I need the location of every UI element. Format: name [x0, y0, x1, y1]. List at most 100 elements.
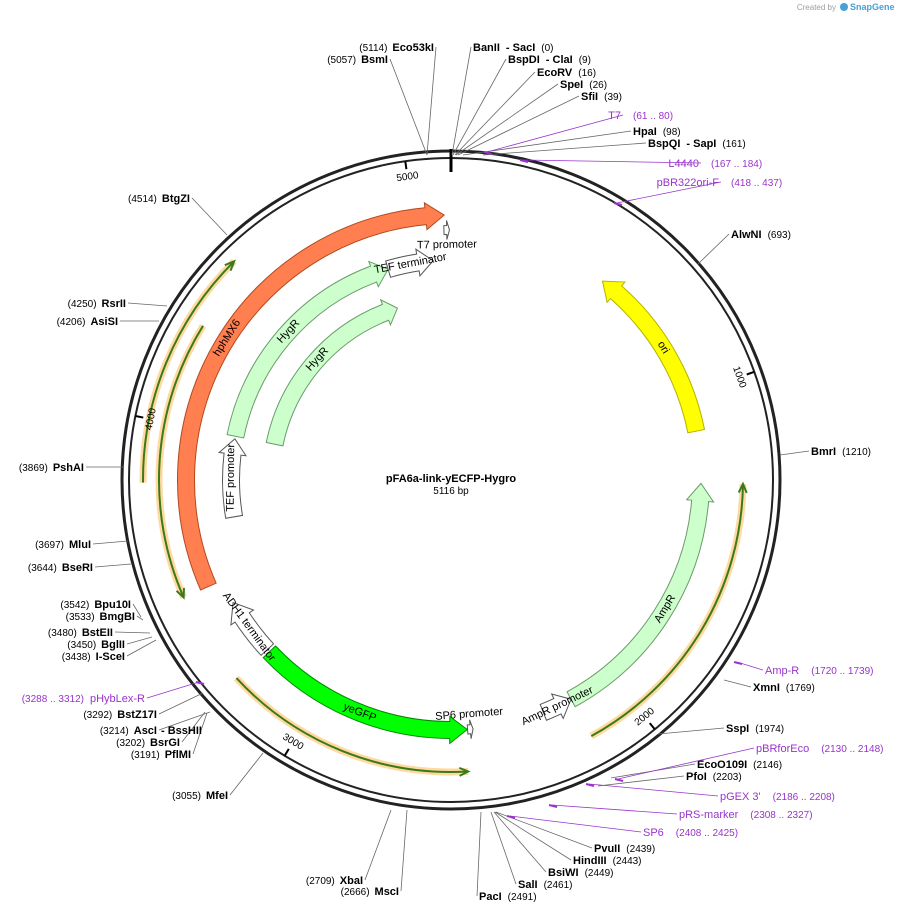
enzyme-leader-line: [229, 752, 264, 796]
enzyme-site-asisi: AsiSI(4206): [57, 316, 118, 328]
enzyme-position: (4250): [68, 299, 97, 310]
enzyme-site-bsrgi: BsrGI(3202): [116, 737, 180, 749]
enzyme-position: (0): [541, 43, 553, 54]
enzyme-position: (2449): [585, 868, 614, 879]
primer-pbr322ori-f: pBR322ori-F(418 .. 437): [657, 177, 783, 189]
feature-ori: [601, 280, 706, 434]
primer-name: Amp-R: [765, 665, 799, 677]
enzyme-site-pfoi: PfoI (2203): [686, 771, 742, 783]
tick-mark: [746, 370, 755, 376]
enzyme-name: BsiWI: [548, 867, 579, 879]
enzyme-site-bglii: BglII(3450): [67, 639, 125, 651]
enzyme-name: PshAI: [53, 462, 84, 474]
enzyme-name: BanII: [473, 42, 500, 54]
enzyme-position: (3533): [66, 612, 95, 623]
enzyme-leader-line: [158, 711, 211, 731]
enzyme-name: XmnI: [753, 682, 780, 694]
enzyme-position: (161): [722, 139, 745, 150]
primer-phyblex-r: pHybLex-R(3288 .. 3312): [22, 693, 145, 705]
enzyme-leader-line: [493, 811, 547, 873]
tick-label: 1000: [730, 365, 748, 390]
primer-leader-line: [616, 181, 722, 204]
enzyme-position: (3869): [19, 463, 48, 474]
enzyme-site-bspdi: BspDI- ClaI(9): [508, 54, 591, 66]
enzyme-name: RsrII: [102, 298, 126, 310]
enzyme-name: AsiSI: [90, 316, 118, 328]
enzyme-name: EcoRV: [537, 67, 573, 79]
feature-arc-arrowhead: [458, 766, 471, 777]
enzyme-name: BmgBI: [100, 611, 135, 623]
enzyme-position: (26): [589, 80, 607, 91]
enzyme-leader-line: [94, 563, 132, 568]
primer-binding-mark: [483, 151, 493, 155]
enzyme-name: SalI: [518, 879, 538, 891]
enzyme-site-eco53ki: Eco53kI(5114): [359, 42, 434, 54]
feature-label-sp6-promoter: SP6 promoter: [435, 706, 504, 723]
enzyme-position: (693): [768, 230, 791, 241]
tick-label: 4000: [144, 407, 159, 431]
enzyme-name: BglII: [101, 639, 125, 651]
enzyme-name: EcoO109I: [697, 759, 747, 771]
primer-amp-r: Amp-R (1720 .. 1739): [765, 665, 874, 677]
primer-sp6: SP6(2408 .. 2425): [643, 827, 738, 839]
feature-label-t7-promoter: T7 promoter: [417, 238, 477, 251]
enzyme-name: BtgZI: [162, 193, 190, 205]
enzyme-position: (5057): [327, 55, 356, 66]
primer-range: (1720 .. 1739): [811, 666, 873, 677]
feature-label-tef-promoter: TEF promoter: [225, 444, 238, 512]
primer-binding-mark: [613, 202, 623, 206]
enzyme-name: BsrGI: [150, 737, 180, 749]
enzyme-name: PvuII: [594, 843, 620, 855]
enzyme-leader-line: [597, 775, 685, 787]
enzyme-site-msci: MscI(2666): [341, 886, 399, 898]
enzyme-leader-line: [723, 679, 752, 688]
enzyme-leader-line: [457, 95, 580, 156]
primer-binding-mark: [506, 815, 516, 819]
feature-outer-arcs: [139, 258, 748, 777]
primer-t7: T7(61 .. 80): [608, 110, 673, 122]
enzyme-position: (5114): [359, 43, 387, 54]
enzyme-position: (3191): [131, 750, 160, 761]
enzyme-name: I-SceI: [96, 651, 125, 663]
enzyme-leader-line: [181, 711, 206, 743]
feature-arc-line: [235, 677, 469, 773]
enzyme-position: (39): [604, 92, 622, 103]
enzyme-site-banii: BanII - SacI (0): [473, 42, 554, 54]
enzyme-name: PfoI: [686, 771, 707, 783]
enzyme-leader-line: [697, 233, 730, 265]
enzyme-leader-line: [192, 712, 208, 755]
tick-mark: [404, 161, 408, 170]
enzyme-isoschizomer: - BssHII: [161, 725, 202, 737]
enzyme-name: BseRI: [62, 562, 93, 574]
enzyme-position: (1769): [786, 683, 815, 694]
primer-binding-mark: [548, 804, 558, 808]
enzyme-position: (2203): [713, 772, 742, 783]
primer-range: (418 .. 437): [731, 178, 782, 189]
enzyme-position: (16): [578, 68, 596, 79]
enzyme-name: AlwNI: [731, 229, 762, 241]
enzyme-site-sspi: SspI(1974): [726, 723, 784, 735]
enzyme-name: XbaI: [340, 875, 363, 887]
enzyme-leader-line: [657, 727, 725, 735]
enzyme-name: HpaI: [633, 126, 657, 138]
enzyme-isoschizomer: - SacI: [506, 42, 535, 54]
enzyme-name: PacI: [479, 891, 502, 903]
enzyme-name: SpeI: [560, 79, 583, 91]
enzyme-site-mlui: MluI(3697): [35, 539, 91, 551]
enzyme-leader-line: [779, 450, 810, 456]
tick-mark: [283, 748, 290, 757]
enzyme-site-alwni: AlwNI (693): [731, 229, 791, 241]
primer-name: L4440: [668, 158, 699, 170]
enzyme-leader-line: [364, 809, 392, 881]
primer-binding-mark: [519, 159, 529, 163]
primer-leader-line: [588, 783, 719, 797]
watermark-prefix: Created by: [797, 3, 836, 12]
enzyme-site-pshai: PshAI (3869): [19, 462, 84, 474]
primer-name: pGEX 3': [720, 791, 761, 803]
enzyme-leader-line: [389, 58, 428, 156]
enzyme-site-i-scei: I-SceI(3438): [62, 651, 125, 663]
enzyme-position: (2439): [626, 844, 655, 855]
enzyme-position: (3697): [35, 540, 64, 551]
enzyme-leader-line: [158, 692, 204, 715]
